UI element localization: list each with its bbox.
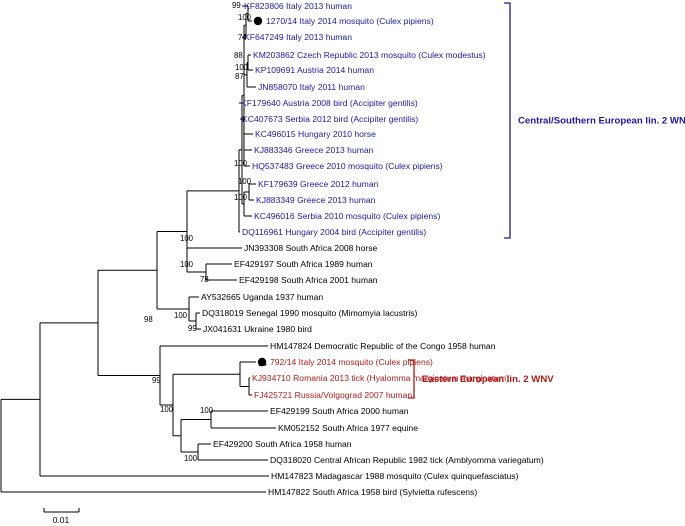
leaf-label: HM147822 South Africa 1958 bird (Sylviet… (268, 487, 477, 497)
bootstrap-value: 99 (152, 376, 161, 385)
leaf-label: EF429197 South Africa 1989 human (234, 259, 373, 269)
leaf-label: KF179639 Greece 2012 human (258, 179, 379, 189)
leaf-label: EF429198 South Africa 2001 human (239, 275, 378, 285)
leaf-label: KM203862 Czech Republic 2013 mosquito (C… (253, 50, 486, 60)
leaf-label: KJ883349 Greece 2013 human (256, 195, 376, 205)
sample-marker-icon (253, 16, 263, 26)
leaf-label: HM147824 Democratic Republic of the Cong… (270, 341, 496, 351)
leaf-label: 792/14 Italy 2014 mosquito (Culex pipien… (270, 357, 433, 367)
bootstrap-value: 87 (235, 72, 244, 81)
bootstrap-value: 100 (180, 234, 194, 243)
bootstrap-value: 100 (234, 193, 248, 202)
tree-branches (0, 5, 276, 493)
bootstrap-value: 100 (235, 63, 249, 72)
bootstrap-value: 100 (234, 159, 248, 168)
bootstrap-value: 98 (144, 315, 153, 324)
leaf-label: HQ537483 Greece 2010 mosquito (Culex pip… (252, 161, 443, 171)
bootstrap-value: 100 (174, 311, 188, 320)
leaf-label: KF647249 Italy 2013 human (244, 32, 352, 42)
bootstrap-value: 100 (238, 13, 252, 22)
bootstrap-value: 100 (238, 177, 252, 186)
leaf-label: KC407673 Serbia 2012 bird (Accipiter gen… (242, 114, 418, 124)
leaf-label: EF429200 South Africa 1958 human (213, 439, 352, 449)
leaf-label: KM052152 South Africa 1977 equine (278, 423, 418, 433)
bootstrap-value: 100 (184, 454, 198, 463)
leaf-label: KF179640 Austria 2008 bird (Accipiter ge… (241, 98, 418, 108)
clade-bracket (504, 2, 511, 239)
bootstrap-value: 100 (200, 406, 214, 415)
leaf-label: KP109691 Austria 2014 human (255, 65, 374, 75)
bootstrap-value: 99 (188, 324, 197, 333)
sample-marker-icon (257, 357, 267, 367)
bootstrap-value: 74 (238, 33, 247, 42)
scale-bar-label: 0.01 (53, 515, 70, 525)
leaf-label: 1270/14 Italy 2014 mosquito (Culex pipie… (266, 16, 434, 26)
bootstrap-value: 99 (232, 1, 241, 10)
leaf-label: JN393308 South Africa 2008 horse (244, 243, 378, 253)
leaf-label: KJ934710 Romania 2013 tick (Hyalomma mar… (252, 373, 509, 383)
leaf-label: DQ318020 Central African Republic 1982 t… (270, 455, 544, 465)
leaf-label: EF429199 South Africa 2000 human (270, 406, 409, 416)
leaf-label: FJ425721 Russia/Volgograd 2007 human (254, 390, 412, 400)
leaf-label: HM147823 Madagascar 1988 mosquito (Culex… (271, 471, 519, 481)
bootstrap-labels: 9910074881008710010010010078100991009898… (144, 1, 267, 463)
clade-brackets: Central/Southern European lin. 2 WNV East… (408, 2, 685, 399)
bootstrap-value: 88 (234, 51, 243, 60)
bootstrap-value: 98 (258, 359, 267, 368)
leaf-label: JN858070 Italy 2011 human (258, 82, 365, 92)
clade-label: Central/Southern European lin. 2 WNV (518, 116, 685, 127)
leaf-label: DQ116961 Hungary 2004 bird (Accipiter ge… (242, 227, 426, 237)
bootstrap-value: 100 (180, 260, 194, 269)
leaf-labels: KF823806 Italy 2013 human 1270/14 Italy 2… (201, 1, 544, 497)
bootstrap-value: 100 (160, 405, 174, 414)
scale-bar: 0.01 (43, 508, 80, 525)
leaf-label: DQ318019 Senegal 1990 mosquito (Mimomyia… (202, 308, 418, 318)
leaf-label: AY532665 Uganda 1937 human (201, 292, 323, 302)
clade-bracket (408, 359, 415, 399)
bootstrap-value: 78 (200, 275, 209, 284)
clade-label: Eastern European lin. 2 WNV (422, 374, 554, 385)
leaf-label: KJ883346 Greece 2013 human (254, 145, 374, 155)
leaf-label: KF823806 Italy 2013 human (244, 1, 352, 11)
leaf-label: KC496015 Hungary 2010 horse (255, 129, 376, 139)
leaf-label: KC496016 Serbia 2010 mosquito (Culex pip… (254, 211, 440, 221)
leaf-label: JX041631 Ukraine 1980 bird (203, 324, 312, 334)
